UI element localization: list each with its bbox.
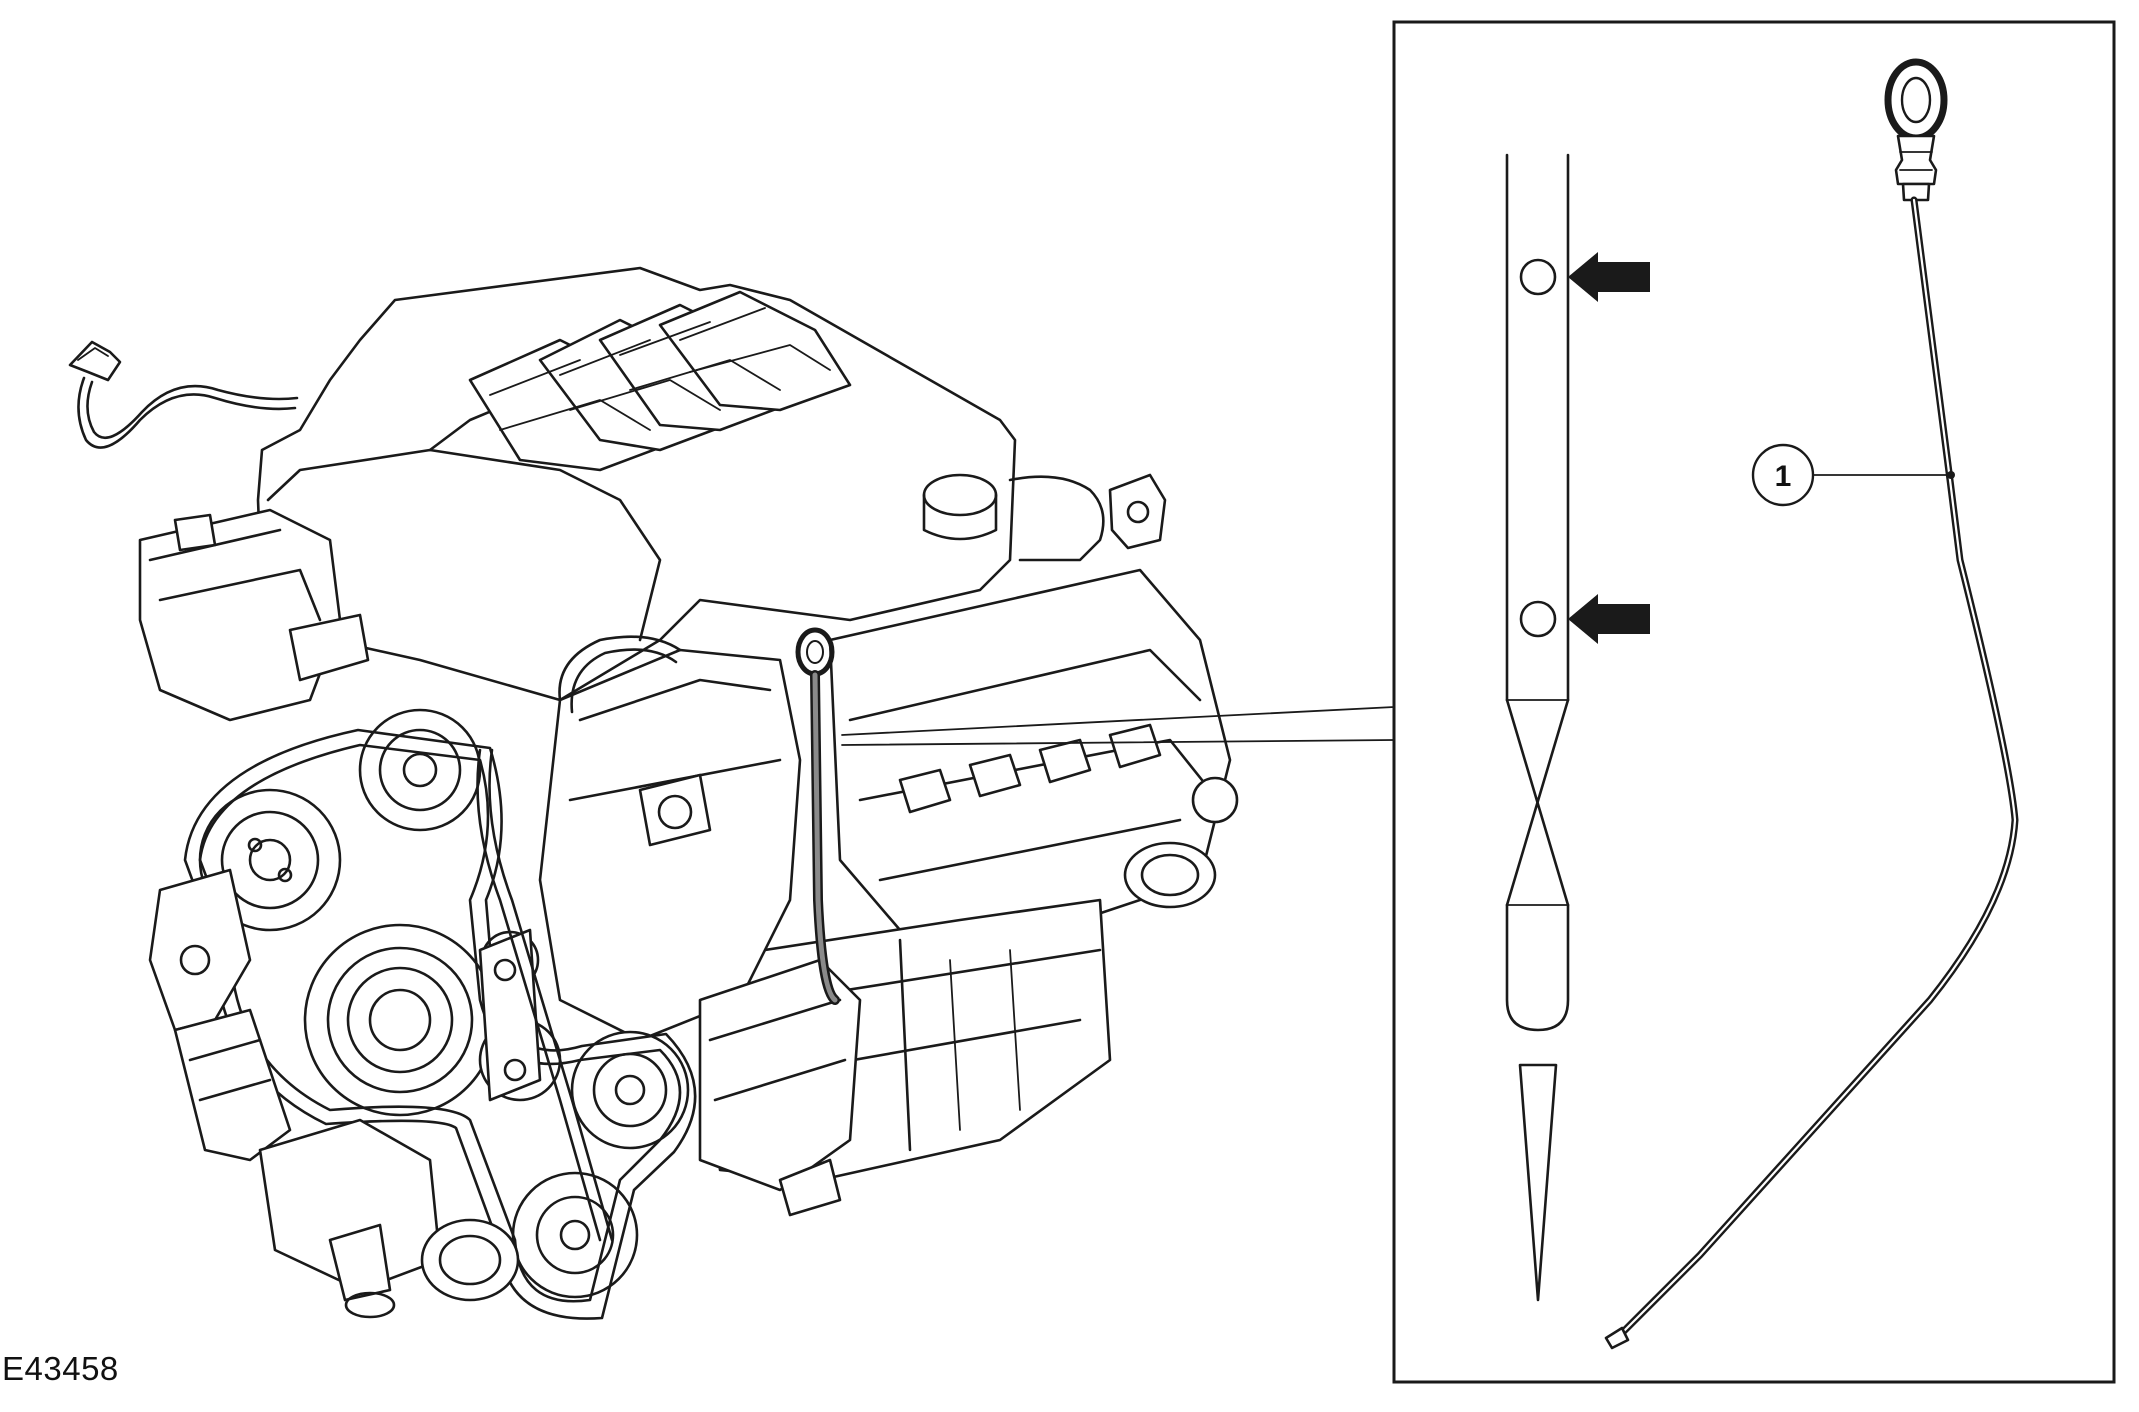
oil-filter-housing: [258, 1118, 520, 1319]
dipstick-blade-detail: [1505, 153, 1570, 1302]
callout-number: 1: [1775, 460, 1792, 493]
min-mark-arrow-icon: [1568, 594, 1650, 644]
callout-leader-dot: [1947, 471, 1955, 479]
engine-illustration: [68, 266, 1239, 1320]
engine-cover: [256, 266, 1167, 702]
detail-inset: 1: [1392, 20, 2116, 1384]
engine-dipstick[interactable]: [795, 627, 840, 1005]
engine-mount-bracket: [148, 868, 292, 1162]
wiring-harness: [68, 340, 299, 449]
right-cylinder-head: [828, 568, 1239, 932]
full-dipstick: [1604, 58, 2019, 1350]
coolant-hoses: [476, 635, 682, 1242]
timing-cover: [538, 648, 802, 1042]
level-arrows: [1568, 252, 1650, 644]
max-level-mark: [1519, 258, 1557, 296]
left-cylinder-head: [138, 508, 370, 722]
max-mark-arrow-icon: [1568, 252, 1650, 302]
figure-id-label: E43458: [2, 1350, 119, 1387]
min-level-mark: [1519, 600, 1557, 638]
callout-1: 1: [1751, 443, 1955, 507]
ac-compressor: [698, 958, 862, 1217]
belt-tensioner: [478, 928, 542, 1102]
